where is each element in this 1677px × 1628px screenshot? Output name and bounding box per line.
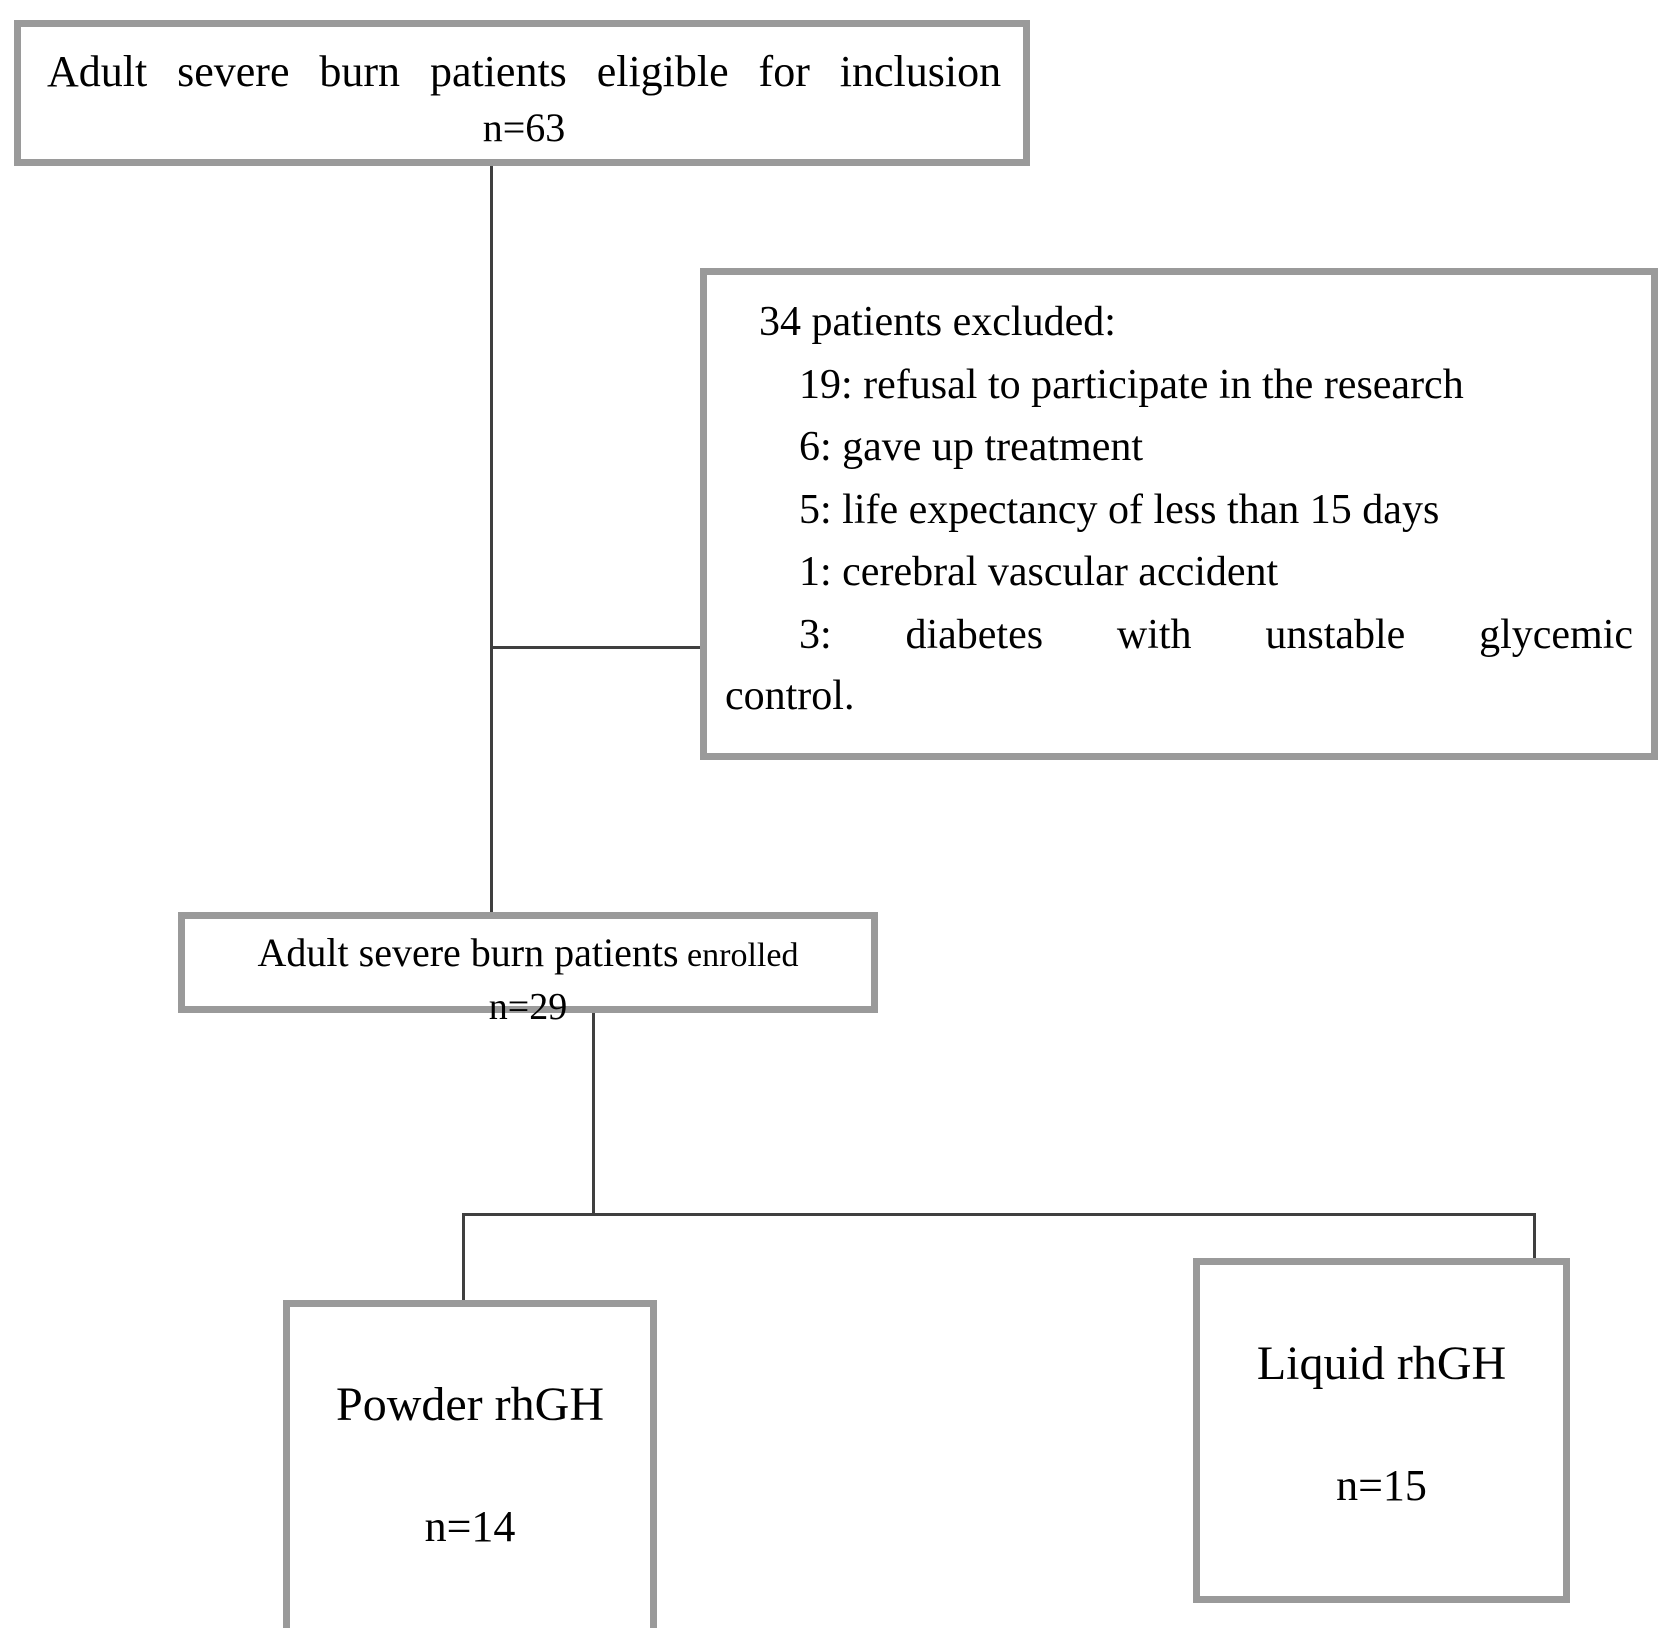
excluded-item-5-tail: control. bbox=[725, 672, 855, 719]
connector-enrolled-stem bbox=[592, 1013, 595, 1215]
node-enrolled-count: n=29 bbox=[488, 986, 568, 1028]
node-powder-title: Powder rhGH bbox=[336, 1377, 604, 1431]
node-enrolled-label: Adult severe burn patients enrolled bbox=[199, 927, 857, 979]
node-enrolled-patients: Adult severe burn patients enrolled n=29 bbox=[178, 912, 878, 1028]
excluded-item-2: 6: gave up treatment bbox=[799, 424, 1144, 471]
node-eligible-count: n=63 bbox=[482, 105, 566, 151]
excluded-item-4: 1: cerebral vascular accident bbox=[799, 549, 1279, 596]
excluded-header: 34 patients excluded: bbox=[759, 299, 1116, 345]
connector-split-to-powder bbox=[462, 1213, 465, 1303]
excluded-item-1: 19: refusal to participate in the resear… bbox=[799, 361, 1464, 408]
node-eligible-label: Adult severe burn patients eligible for … bbox=[47, 43, 1001, 100]
node-powder-arm: Powder rhGH n=14 bbox=[283, 1300, 657, 1628]
connector-split-to-liquid bbox=[1533, 1213, 1536, 1261]
eligible-word-7: inclusion bbox=[839, 47, 1002, 96]
node-liquid-title: Liquid rhGH bbox=[1256, 1336, 1507, 1390]
node-powder-content: Powder rhGH n=14 bbox=[290, 1307, 650, 1628]
eligible-word-6: for bbox=[758, 47, 810, 96]
eligible-word-1: Adult bbox=[47, 47, 148, 96]
eligible-word-4: patients bbox=[429, 47, 567, 96]
node-liquid-arm: Liquid rhGH n=15 bbox=[1193, 1258, 1570, 1603]
node-enrolled-content: Adult severe burn patients enrolled n=29 bbox=[185, 919, 871, 1028]
eligible-word-2: severe bbox=[177, 47, 290, 96]
node-liquid-content: Liquid rhGH n=15 bbox=[1200, 1265, 1563, 1596]
excluded-item-3: 5: life expectancy of less than 15 days bbox=[799, 486, 1440, 533]
enrolled-label-suffix: enrolled bbox=[687, 937, 799, 974]
node-excluded-content: 34 patients excluded: 19: refusal to par… bbox=[707, 275, 1651, 753]
excluded-item-5-word-1: 3: bbox=[799, 611, 832, 658]
connector-eligible-to-excluded bbox=[490, 646, 702, 649]
node-excluded-patients: 34 patients excluded: 19: refusal to par… bbox=[700, 268, 1658, 760]
excluded-item-5-word-2: diabetes bbox=[905, 611, 1044, 658]
excluded-item-5-word-3: with bbox=[1116, 611, 1192, 658]
excluded-item-5: 3: diabetes with unstable glycemic bbox=[799, 608, 1633, 663]
node-eligible-patients: Adult severe burn patients eligible for … bbox=[14, 20, 1030, 166]
node-powder-count: n=14 bbox=[424, 1502, 516, 1552]
node-eligible-content: Adult severe burn patients eligible for … bbox=[21, 27, 1023, 159]
eligible-word-5: eligible bbox=[596, 47, 729, 96]
connector-eligible-to-enrolled bbox=[490, 166, 493, 916]
enrolled-label-small bbox=[679, 937, 688, 974]
excluded-item-5-word-4: unstable bbox=[1265, 611, 1406, 658]
eligible-word-3: burn bbox=[319, 47, 401, 96]
excluded-item-5-word-5: glycemic bbox=[1479, 611, 1634, 658]
node-liquid-count: n=15 bbox=[1336, 1461, 1427, 1511]
connector-split-horizontal bbox=[462, 1213, 1536, 1216]
enrolled-label-main: Adult severe burn patients bbox=[257, 930, 679, 975]
